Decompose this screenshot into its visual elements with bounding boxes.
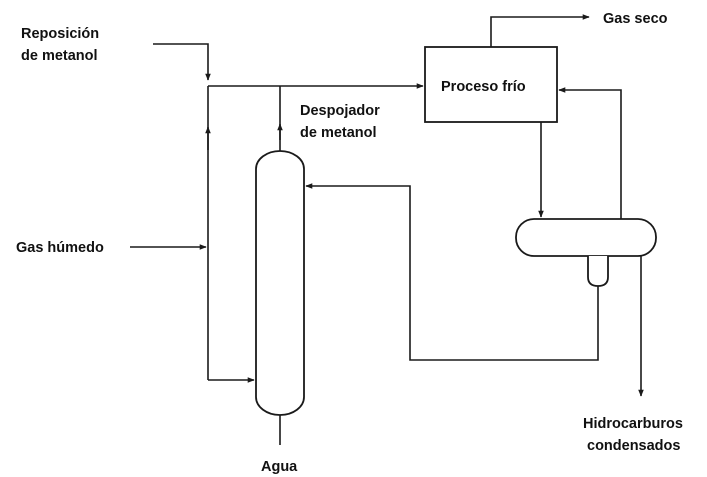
methanol-stripper-label-line1: Despojador (300, 103, 380, 119)
separator-boot (587, 256, 609, 287)
methanol-stripper-label-line2: de metanol (300, 125, 377, 141)
methanol-makeup-label-line2: de metanol (21, 48, 98, 64)
dry-gas-outlet-line (490, 14, 590, 47)
methanol-makeup-line (153, 43, 211, 81)
separator-drum (515, 218, 657, 257)
dry-gas-label: Gas seco (603, 11, 668, 27)
methanol-makeup-label-line1: Reposición (21, 26, 99, 42)
condensed-hydrocarbons-label-line1: Hidrocarburos (583, 416, 683, 432)
separator-to-cold-process (558, 87, 622, 219)
methanol-stripper-column (255, 150, 305, 416)
water-label: Agua (261, 459, 298, 475)
boot-to-stripper-line (305, 183, 599, 361)
cold-process-label: Proceso frío (441, 79, 526, 95)
cold-process-box (424, 46, 558, 123)
wet-gas-label: Gas húmedo (16, 240, 104, 256)
condensed-hydrocarbons-label-line2: condensados (587, 438, 680, 454)
